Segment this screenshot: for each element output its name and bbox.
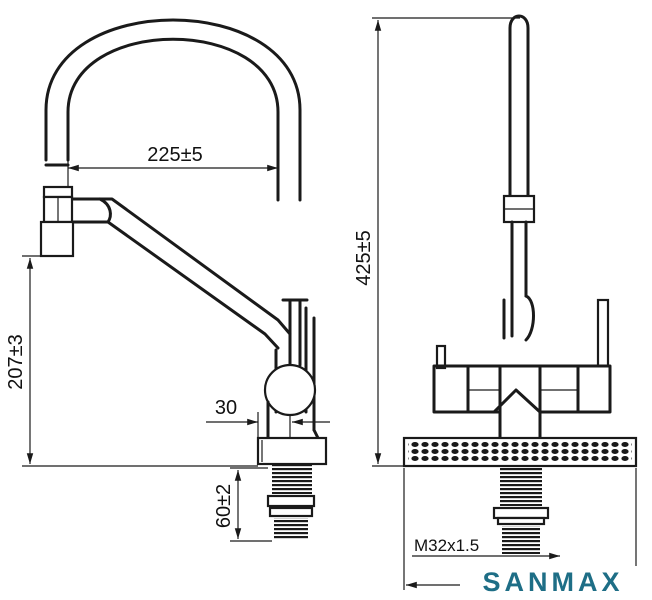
front-view-body [432, 364, 612, 440]
dim-thread: M32x1.5 [414, 536, 479, 555]
dim-base-offset: 30 [215, 397, 237, 419]
side-view-arc-hose [44, 18, 302, 202]
brand-logo-text: SANMAX [482, 567, 623, 597]
dim-spout-reach: 225±5 [147, 144, 202, 166]
front-view-hose [508, 14, 530, 198]
dim-total-height: 425±5 [353, 230, 375, 285]
brand-logo: SANMAX [460, 566, 646, 597]
front-view-base-plate [402, 436, 638, 468]
side-view-shank [266, 464, 316, 540]
dim-shank-length: 60±2 [213, 484, 235, 528]
dim-spout-height: 207±3 [5, 334, 27, 389]
front-view: 425±5 M32x1.5 [353, 14, 638, 590]
side-view-spout-arm [71, 197, 292, 336]
side-view-spray-head [39, 185, 75, 258]
front-view-shank [492, 466, 550, 554]
side-view: 225±5 207±3 30 60±2 [5, 18, 330, 542]
side-view-body [256, 306, 328, 466]
